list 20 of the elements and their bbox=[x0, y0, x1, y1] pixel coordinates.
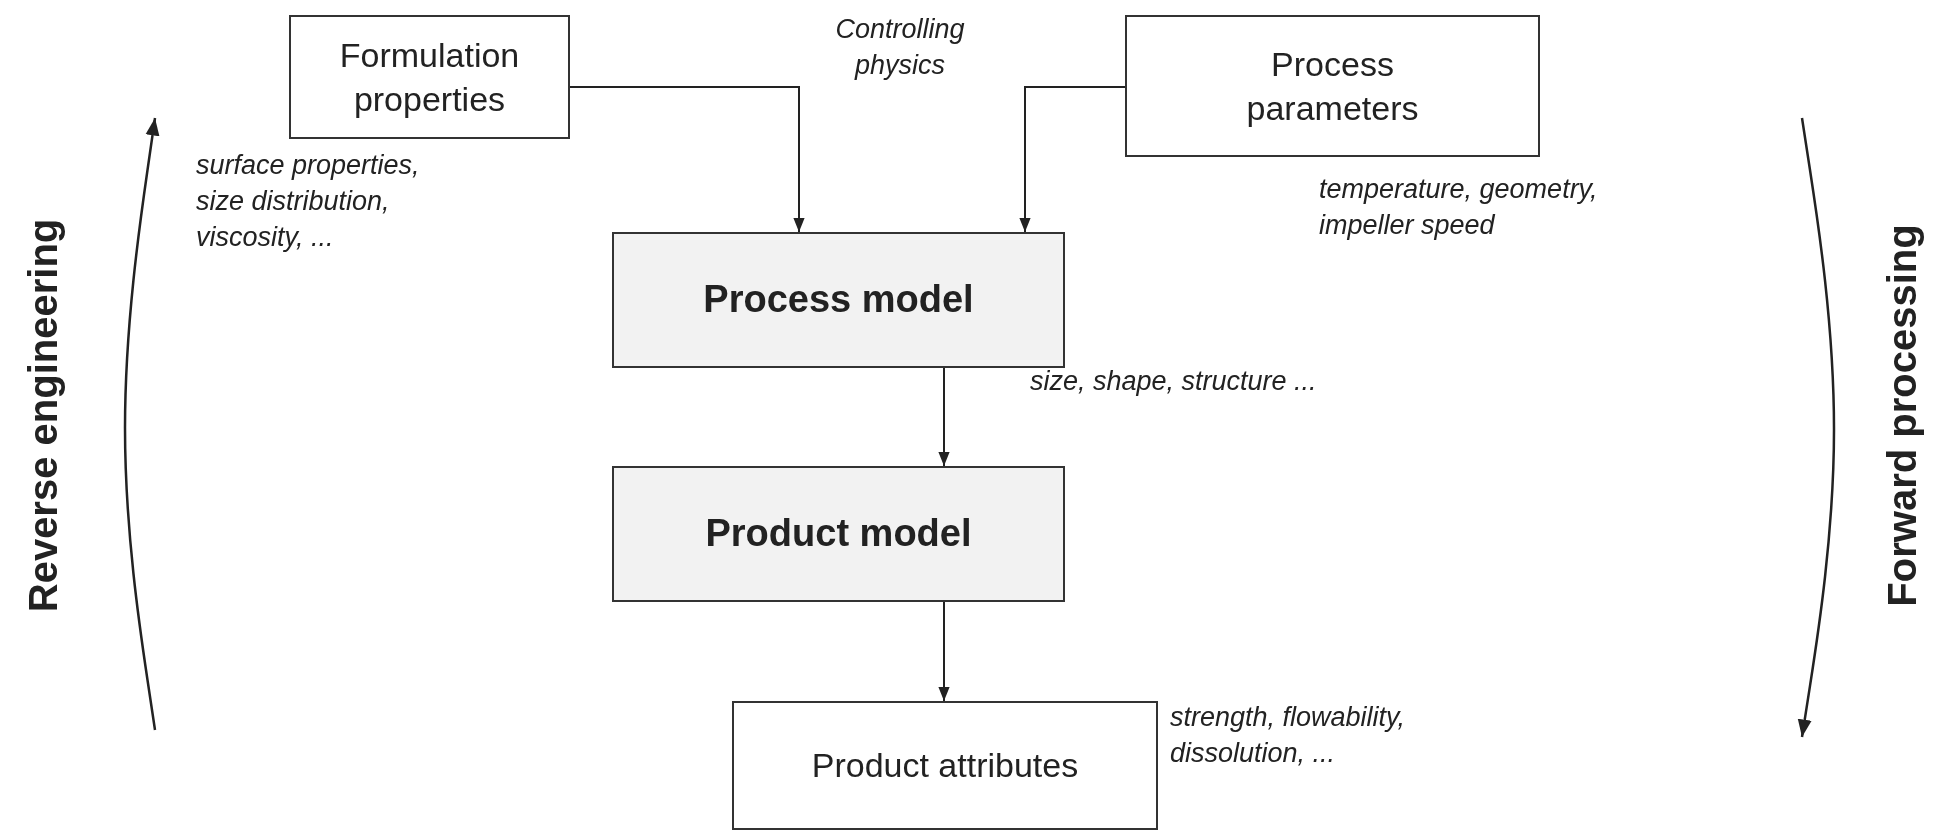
annotation-text: strength, flowability, dissolution, ... bbox=[1170, 701, 1407, 770]
model-box bbox=[612, 232, 1065, 368]
annotation-text: surface properties, size distribution, viscosity, ... bbox=[196, 149, 421, 254]
model-title: Product model bbox=[705, 511, 972, 557]
model-box bbox=[612, 466, 1065, 602]
process-box bbox=[289, 15, 570, 139]
box-label: Process parameters bbox=[1245, 43, 1420, 129]
arrow bbox=[938, 367, 950, 467]
annotation-text: temperature, geometry, impeller speed bbox=[1319, 173, 1599, 242]
box-label: Formulation properties bbox=[338, 34, 521, 120]
model-title: Process model bbox=[703, 277, 974, 323]
box-label: Product attributes bbox=[811, 745, 1079, 787]
process-box bbox=[1125, 15, 1540, 157]
arrow bbox=[938, 601, 950, 702]
arrow bbox=[569, 86, 805, 233]
side-label: Forward processing bbox=[1879, 223, 1925, 607]
side-label: Reverse engineering bbox=[21, 218, 67, 612]
annotation-text: Controlling physics bbox=[834, 13, 966, 82]
process-box bbox=[732, 701, 1158, 830]
arrow bbox=[1019, 86, 1126, 233]
